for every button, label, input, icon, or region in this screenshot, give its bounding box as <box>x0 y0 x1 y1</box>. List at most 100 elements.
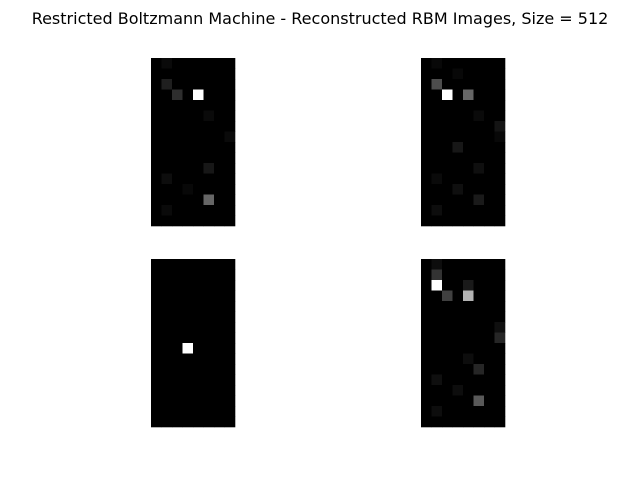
pixel-cell <box>484 100 495 111</box>
pixel-cell <box>224 163 236 174</box>
pixel-cell <box>182 89 194 101</box>
pixel-cell <box>463 205 474 216</box>
pixel-cell <box>421 332 432 344</box>
pixel-cell <box>452 173 464 185</box>
pixel-cell <box>193 416 204 428</box>
pixel-cell <box>182 280 194 291</box>
pixel-cell <box>203 311 215 323</box>
pixel-cell <box>193 173 204 185</box>
pixel-cell <box>484 259 495 270</box>
pixel-cell <box>224 152 236 164</box>
pixel-cell <box>224 194 236 206</box>
pixel-cell <box>442 353 453 365</box>
pixel-cell <box>421 131 432 143</box>
pixel-cell <box>463 395 474 407</box>
pixel-cell <box>494 301 506 312</box>
pixel-cell <box>431 385 443 396</box>
pixel-cell <box>203 301 215 312</box>
pixel-cell <box>151 353 162 365</box>
pixel-cell <box>421 152 432 164</box>
pixel-cell <box>224 322 236 333</box>
pixel-cell <box>172 259 183 270</box>
pixel-cell <box>224 259 236 270</box>
pixel-cell <box>161 110 173 122</box>
pixel-cell <box>172 79 183 90</box>
pixel-cell <box>494 353 506 365</box>
pixel-cell <box>463 343 474 354</box>
pixel-cell <box>431 269 443 281</box>
pixel-cell <box>151 259 162 270</box>
pixel-cell <box>224 280 236 291</box>
pixel-cell <box>203 374 215 386</box>
pixel-cell <box>193 215 204 227</box>
pixel-cell <box>172 142 183 153</box>
pixel-cell <box>203 395 215 407</box>
pixel-cell <box>161 89 173 101</box>
pixel-cell <box>203 142 215 153</box>
pixel-cell <box>452 184 464 195</box>
pixel-cell <box>494 269 506 281</box>
pixel-cell <box>494 68 506 80</box>
pixel-cell <box>193 343 204 354</box>
pixel-cell <box>463 131 474 143</box>
pixel-cell <box>151 152 162 164</box>
pixel-cell <box>193 110 204 122</box>
pixel-cell <box>161 173 173 185</box>
pixel-cell <box>172 163 183 174</box>
pixel-cell <box>224 343 236 354</box>
pixel-cell <box>452 205 464 216</box>
pixel-cell <box>484 58 495 69</box>
pixel-cell <box>214 215 225 227</box>
pixel-cell <box>182 290 194 302</box>
pixel-cell <box>161 68 173 80</box>
pixel-cell <box>484 110 495 122</box>
pixel-cell <box>431 364 443 375</box>
pixel-cell <box>473 364 485 375</box>
pixel-cell <box>452 374 464 386</box>
pixel-cell <box>193 353 204 365</box>
pixel-cell <box>421 215 432 227</box>
pixel-cell <box>161 374 173 386</box>
pixel-cell <box>484 290 495 302</box>
pixel-cell <box>193 68 204 80</box>
pixel-cell <box>421 416 432 428</box>
pixel-cell <box>182 110 194 122</box>
pixel-cell <box>182 121 194 132</box>
pixel-cell <box>172 343 183 354</box>
pixel-cell <box>224 79 236 90</box>
pixel-cell <box>473 173 485 185</box>
pixel-cell <box>431 406 443 417</box>
pixel-cell <box>452 131 464 143</box>
pixel-cell <box>182 322 194 333</box>
pixel-cell <box>151 131 162 143</box>
pixel-cell <box>421 343 432 354</box>
pixel-cell <box>452 343 464 354</box>
pixel-cell <box>452 353 464 365</box>
pixel-cell <box>484 301 495 312</box>
pixel-cell <box>452 385 464 396</box>
pixel-cell <box>182 142 194 153</box>
pixel-cell <box>452 121 464 132</box>
pixel-cell <box>224 374 236 386</box>
pixel-cell <box>172 184 183 195</box>
pixel-cell <box>161 301 173 312</box>
pixel-cell <box>214 332 225 344</box>
pixel-cell <box>224 184 236 195</box>
pixel-cell <box>484 205 495 216</box>
pixel-cell <box>421 205 432 216</box>
pixel-cell <box>452 406 464 417</box>
pixel-cell <box>161 215 173 227</box>
pixel-cell <box>484 374 495 386</box>
pixel-cell <box>214 280 225 291</box>
pixel-cell <box>442 121 453 132</box>
pixel-cell <box>193 301 204 312</box>
pixel-cell <box>214 152 225 164</box>
pixel-cell <box>182 194 194 206</box>
pixel-cell <box>193 152 204 164</box>
pixel-cell <box>431 173 443 185</box>
pixel-cell <box>431 68 443 80</box>
pixel-cell <box>214 89 225 101</box>
pixel-cell <box>161 142 173 153</box>
pixel-cell <box>431 194 443 206</box>
